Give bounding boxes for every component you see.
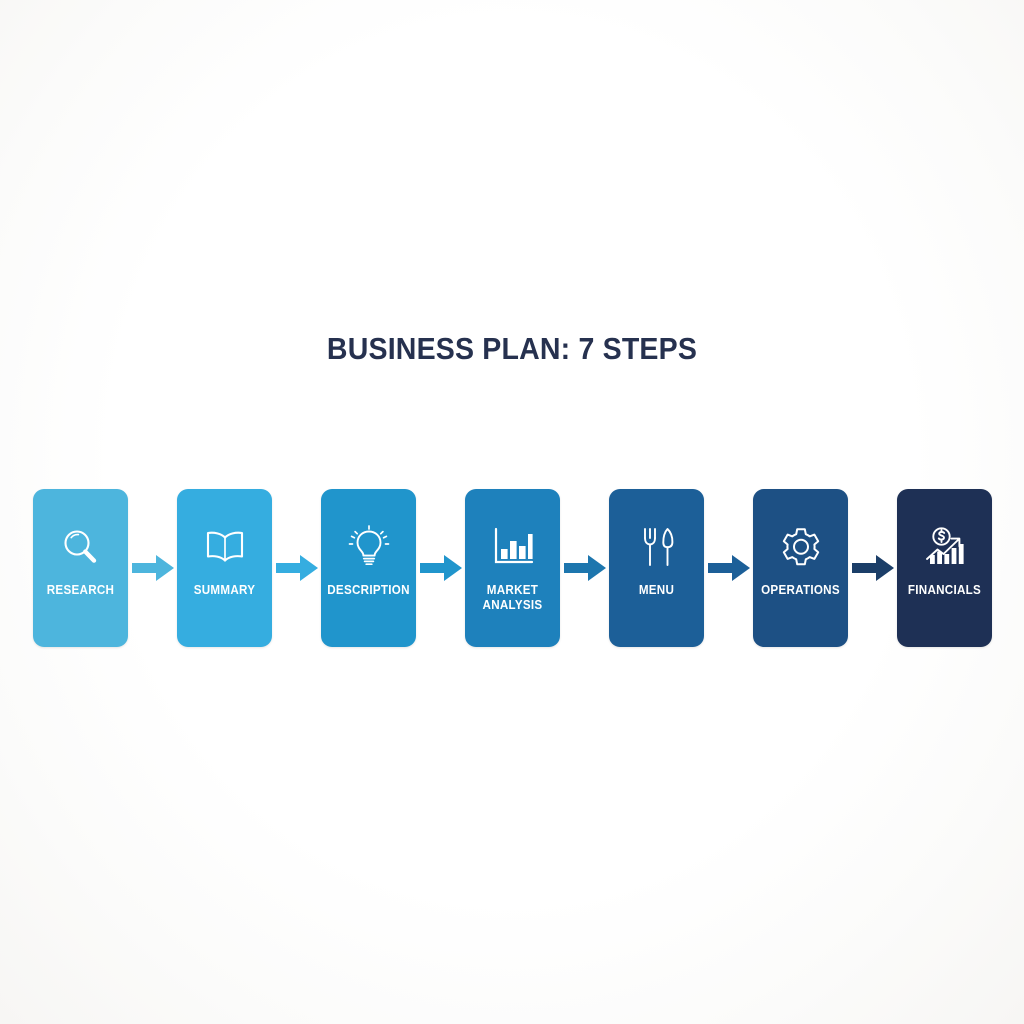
step-card-description[interactable]: DESCRIPTION (321, 488, 416, 647)
lightbulb-icon (343, 524, 395, 569)
page-title: BUSINESS PLAN: 7 STEPS (326, 331, 698, 366)
flow-arrow-5 (704, 550, 753, 586)
fork-knife-icon (631, 525, 683, 569)
step-label: DESCRIPTION (327, 582, 410, 597)
step-card-market-analysis[interactable]: MARKET ANALYSIS (465, 488, 560, 647)
flow-arrow-4 (560, 550, 609, 586)
step-label: MENU (638, 582, 675, 597)
step-card-operations[interactable]: OPERATIONS (753, 488, 848, 647)
step-label: OPERATIONS (761, 582, 840, 597)
gear-icon (775, 525, 827, 569)
magnifier-icon (55, 525, 107, 569)
step-card-research[interactable]: RESEARCH (33, 488, 128, 647)
dollar-growth-chart-icon (919, 525, 971, 569)
step-card-menu[interactable]: MENU (609, 488, 704, 647)
flow-arrow-2 (272, 550, 321, 586)
flow-arrow-3 (416, 550, 465, 586)
step-label: SUMMARY (193, 582, 256, 597)
bar-chart-icon (487, 525, 539, 569)
step-label: RESEARCH (46, 582, 115, 597)
step-label: MARKET ANALYSIS (482, 582, 543, 612)
open-book-icon (199, 525, 251, 569)
step-label: FINANCIALS (907, 582, 982, 597)
step-card-financials[interactable]: FINANCIALS (897, 488, 992, 647)
process-flow: RESEARCH SUMMARY (33, 485, 992, 650)
flow-arrow-6 (848, 550, 897, 586)
flow-arrow-1 (128, 550, 177, 586)
step-card-summary[interactable]: SUMMARY (177, 488, 272, 647)
